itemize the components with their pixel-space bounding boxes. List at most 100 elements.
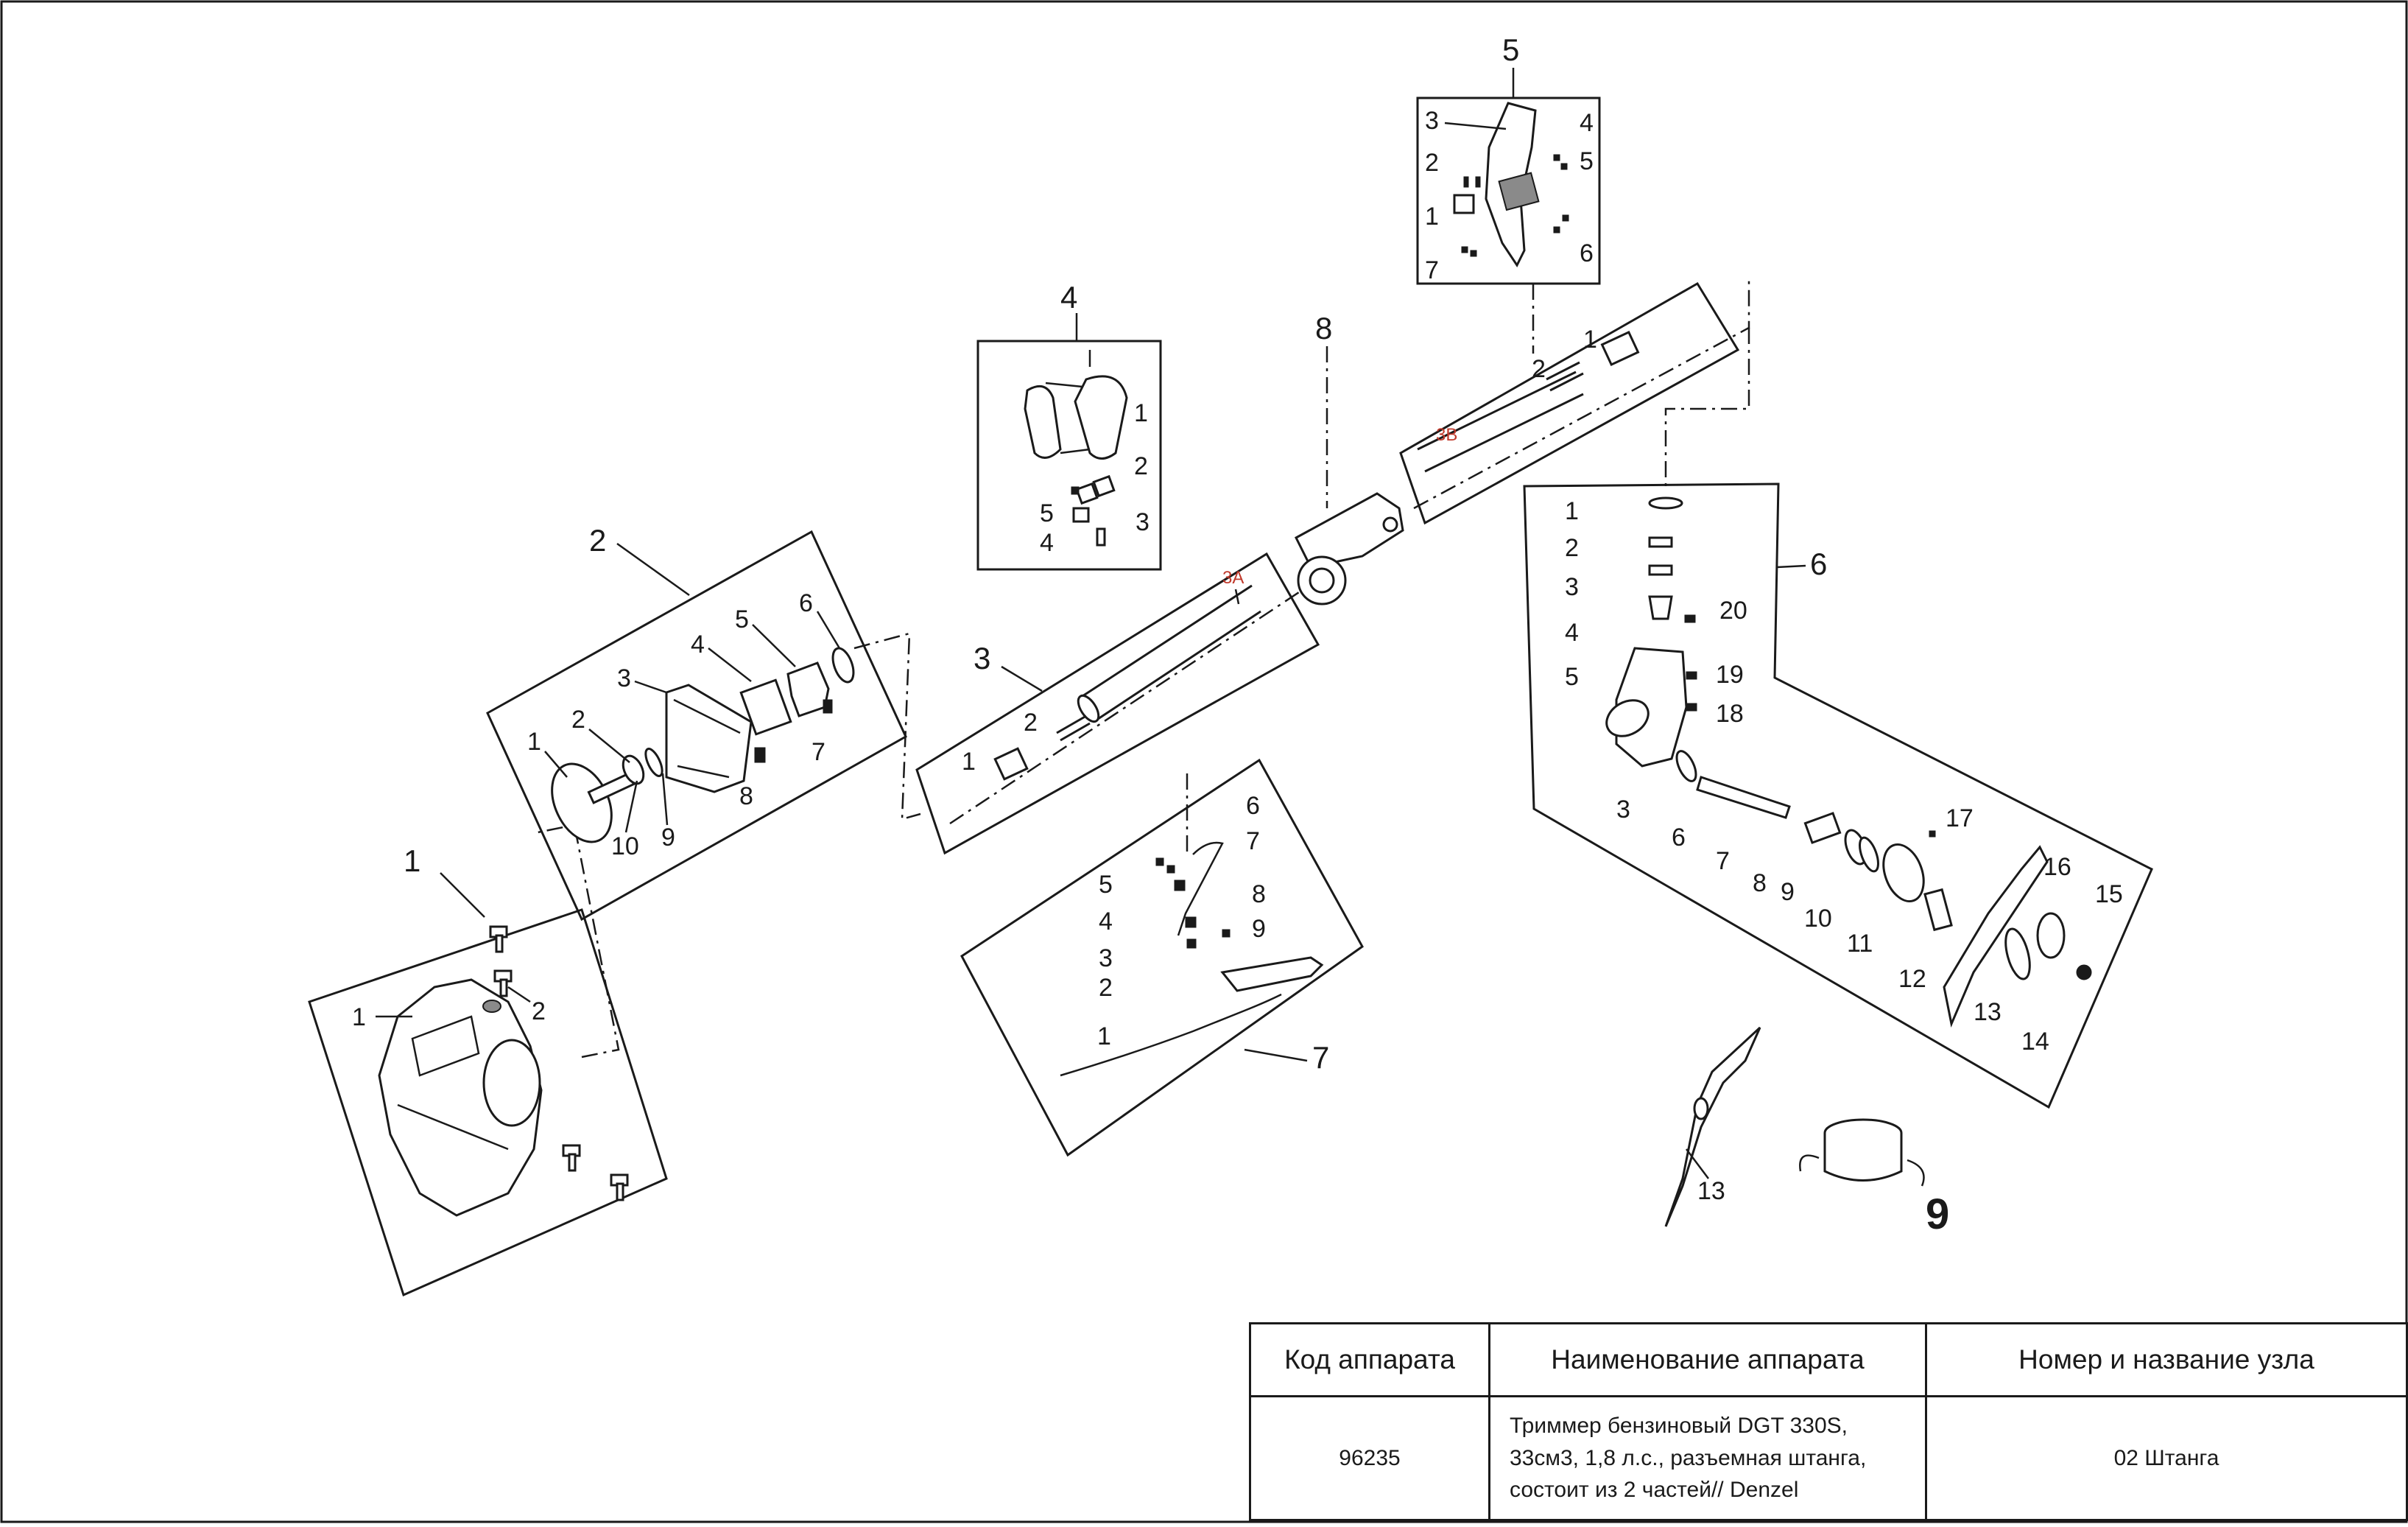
callout-a2-part-10: 10 (611, 832, 639, 860)
name-line-3: состоит из 2 частей// Denzel (1510, 1478, 1799, 1503)
callout-a2-part-8: 8 (739, 782, 753, 810)
screws-group-1 (489, 925, 629, 1201)
trimmer-head-9: 9 (1799, 1118, 1949, 1238)
callout-a5-part-6: 6 (1580, 239, 1594, 267)
assembly-1: 1 1 2 (308, 843, 668, 1297)
callout-assembly-4: 4 (1060, 280, 1077, 315)
washer (482, 1000, 501, 1013)
callout-a7-part-2: 2 (1099, 974, 1113, 1002)
strap-loop-left (1024, 385, 1062, 459)
callout-trimmer-head-9: 9 (1926, 1190, 1949, 1238)
leader-a2 (616, 542, 690, 597)
callout-a5-part-5: 5 (1580, 147, 1594, 175)
header-code: Код аппарата (1249, 1322, 1490, 1397)
drive-shaft-2 (1056, 715, 1091, 742)
bearing-6 (1675, 750, 1697, 782)
callout-assembly-2: 2 (589, 523, 606, 558)
assembly-1-box (308, 908, 668, 1297)
blade-13-standalone: 13 (1664, 1026, 1761, 1227)
leader-a2-p4 (708, 647, 752, 682)
circlip-1 (1648, 496, 1683, 510)
screw-17 (1929, 830, 1936, 838)
bearing-2 (1648, 536, 1673, 548)
callout-a6-part-9: 9 (1781, 878, 1795, 906)
callout-a6-part-3: 3 (1565, 573, 1579, 601)
callout-a3-part-1: 1 (962, 748, 976, 776)
plate-12 (1923, 888, 1953, 932)
callout-assembly-7: 7 (1312, 1040, 1329, 1075)
axis-3 (949, 588, 1304, 825)
throttle-cable-1 (1060, 993, 1282, 1077)
callout-a4-part-2: 2 (1134, 452, 1148, 480)
callout-handle-8: 8 (1315, 311, 1332, 345)
leader-a2-p6 (816, 611, 841, 649)
callout-assembly-5: 5 (1502, 32, 1519, 67)
callout-a7-part-5: 5 (1099, 871, 1113, 899)
assembly-4: 4 1 2 3 4 5 (976, 280, 1162, 571)
clutch-housing-3 (665, 684, 753, 793)
assembly-2: 2 1 2 3 4 5 6 7 8 9 10 (486, 523, 907, 922)
cell-code: 96235 (1249, 1395, 1490, 1521)
screw-7 (823, 699, 833, 714)
callout-a6-part-5: 5 (1565, 663, 1579, 691)
callout-a3b-part-2: 2 (1532, 355, 1546, 383)
callout-a6-part-19: 19 (1716, 661, 1744, 689)
bearing-4 (739, 678, 792, 736)
callout-a2-part-1: 1 (527, 728, 541, 756)
drive-shaft-3b (1546, 361, 1584, 392)
guard-block-1 (1453, 194, 1475, 214)
callout-a7-part-3: 3 (1099, 944, 1113, 972)
callout-a6-part-20: 20 (1719, 597, 1747, 625)
screw-8 (754, 747, 766, 763)
link-2-3 (853, 632, 921, 821)
callout-assembly-1: 1 (404, 843, 420, 878)
housing-neck (1605, 699, 1650, 737)
coupling-5 (786, 661, 830, 717)
callout-a3b-part-1: 1 (1583, 326, 1597, 354)
leader-a7 (1244, 1048, 1308, 1062)
assembly-7: 7 1 2 3 4 5 6 7 8 9 (960, 758, 1364, 1157)
link-1-2 (537, 824, 620, 1059)
callout-a6-part-6: 6 (1672, 824, 1686, 852)
clamp-bolt (1382, 516, 1398, 533)
washer-10 (1859, 836, 1879, 873)
callout-a4-part-4: 4 (1040, 529, 1054, 557)
assembly-7-box (960, 758, 1364, 1157)
blade-13 (1943, 845, 2049, 1028)
callout-a4-part-1: 1 (1134, 399, 1148, 427)
callout-a4-part-3: 3 (1136, 508, 1150, 536)
leader-3a (1234, 589, 1240, 605)
callout-a7-part-9: 9 (1252, 915, 1266, 943)
callout-a5-part-7: 7 (1425, 256, 1439, 284)
callout-a1-part-1: 1 (352, 1003, 366, 1031)
callout-a6-part-4: 4 (1565, 619, 1579, 647)
callout-a2-part-3: 3 (617, 664, 631, 692)
callout-a6-part-7: 7 (1716, 847, 1730, 875)
throttle-lever-7 (1177, 841, 1224, 936)
callout-a6-part-13: 13 (1974, 998, 2002, 1026)
callout-a6-part-1: 1 (1565, 497, 1579, 525)
flange-11 (1882, 843, 1925, 903)
callout-a6-part-18: 18 (1716, 700, 1744, 728)
leader-a1-p2 (507, 986, 531, 1003)
callout-a6-part-3b: 3 (1616, 796, 1630, 824)
leader-a6 (1775, 564, 1806, 569)
callout-blade-13: 13 (1697, 1177, 1725, 1205)
leader-a1 (440, 872, 485, 918)
assembly-3b: 3B 2 1 (1399, 280, 1750, 525)
handle-8: 8 (1295, 311, 1404, 605)
engine-housing (378, 978, 543, 1217)
tag-3a: 3A (1222, 568, 1244, 588)
gear-8 (1803, 812, 1842, 844)
screw-18 (1686, 703, 1697, 712)
leader-a2-p5 (752, 624, 796, 667)
cup-14 (2004, 927, 2031, 980)
strap-loop-right (1074, 375, 1128, 460)
screw-20 (1684, 614, 1696, 623)
callout-a7-part-6: 6 (1246, 792, 1260, 820)
assembly-3b-box (1399, 281, 1740, 525)
callout-assembly-6: 6 (1810, 547, 1827, 581)
guard-screws (1461, 154, 1569, 257)
guard-plate (1498, 172, 1540, 211)
tag-3b: 3B (1436, 425, 1457, 445)
